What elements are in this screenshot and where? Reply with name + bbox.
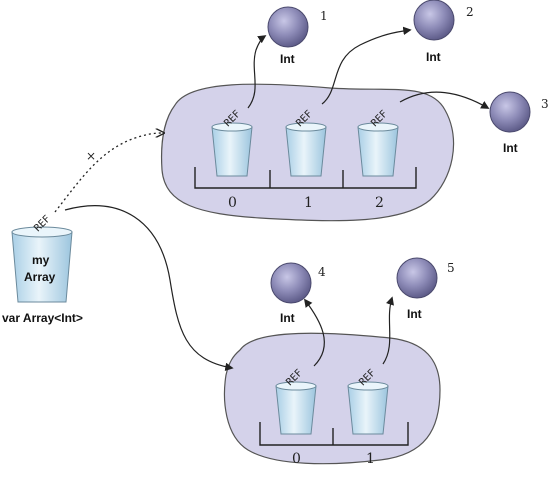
old-reference-dotted-arrow — [54, 133, 163, 213]
int-number-1: 1 — [320, 9, 328, 23]
variable-name-line2: Array — [24, 270, 56, 284]
old-cup-2 — [357, 122, 399, 177]
int-number-4: 4 — [318, 265, 326, 279]
int-number-3: 3 — [541, 97, 549, 111]
old-cup-1 — [285, 122, 327, 177]
new-cup-0 — [275, 381, 317, 435]
old-cup-0 — [211, 122, 253, 177]
new-cup-1 — [347, 381, 389, 435]
variable-cup — [11, 226, 73, 303]
int-label-2: Int — [426, 50, 441, 64]
int-ball-5: Int 5 — [396, 257, 455, 321]
int-ball-1: Int 1 — [267, 6, 328, 66]
int-label-5: Int — [407, 307, 422, 321]
new-index-1: 1 — [366, 451, 375, 467]
arrow-old-0-to-int-1 — [247, 35, 267, 109]
int-label-3: Int — [503, 141, 518, 155]
arrow-new-0-to-int-4 — [303, 298, 325, 367]
int-label-1: Int — [280, 52, 295, 66]
old-index-1: 1 — [304, 195, 313, 211]
int-ball-2: Int 2 — [413, 0, 474, 64]
int-number-5: 5 — [447, 261, 455, 275]
int-ball-4: Int 4 — [270, 262, 326, 325]
int-label-4: Int — [280, 311, 295, 325]
arrow-old-1-to-int-2 — [321, 26, 412, 105]
old-index-0: 0 — [228, 195, 237, 211]
strike-mark: × — [86, 149, 96, 163]
new-index-0: 0 — [292, 451, 301, 467]
variable-type-label: var Array<Int> — [2, 311, 83, 325]
int-ball-3: Int 3 — [489, 91, 549, 155]
arrow-new-1-to-int-5 — [382, 296, 394, 365]
new-reference-arrow — [64, 205, 234, 372]
old-array-slots — [194, 167, 417, 189]
new-array-blob — [223, 332, 441, 465]
int-number-2: 2 — [466, 5, 474, 19]
variable-name-line1: my — [32, 253, 50, 267]
new-array-slots — [259, 422, 409, 446]
old-index-2: 2 — [375, 195, 384, 211]
arrow-old-2-to-int-3 — [399, 91, 490, 109]
